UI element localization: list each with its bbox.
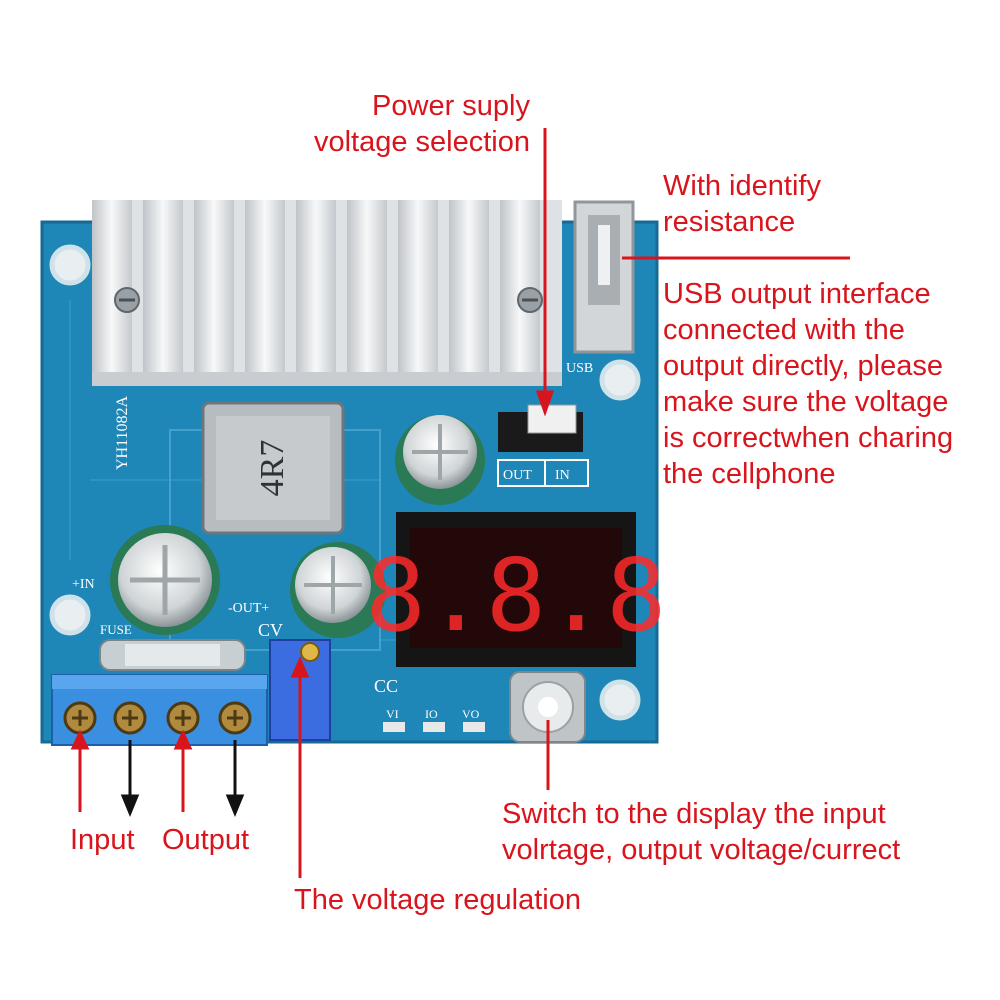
silk-out: OUT	[503, 468, 532, 483]
silk-vo: VO	[462, 707, 480, 721]
silk-cv: CV	[258, 620, 283, 640]
output-arrows	[120, 740, 245, 817]
capacitor-output	[290, 542, 386, 638]
label-usb-output: USB output interface connected with the …	[663, 278, 954, 490]
silk-fuse: FUSE	[100, 622, 132, 637]
silk-usb: USB	[566, 361, 593, 376]
capacitor-top	[395, 415, 485, 505]
label-voltage-regulation: The voltage regulation	[294, 884, 581, 916]
silk-in: IN	[555, 468, 570, 483]
label-power-supply: Power suply voltage selection	[313, 90, 530, 158]
inductor-4r7: 4R7	[201, 401, 345, 535]
silk-plus-in: +IN	[72, 577, 95, 592]
silk-vi: VI	[386, 707, 399, 721]
silk-cc: CC	[374, 676, 398, 696]
display-switch-button	[509, 671, 586, 743]
status-leds	[383, 722, 485, 732]
label-identify-resistance: With identify resistance	[663, 170, 821, 238]
jumper-selector	[497, 404, 589, 487]
annotation-pointers	[70, 128, 850, 878]
fuse	[99, 639, 246, 671]
capacitor-large	[110, 525, 220, 635]
inductor-marking: 4R7	[254, 440, 291, 497]
silk-out-pm: -OUT+	[228, 601, 269, 616]
label-switch-display: Switch to the display the input volrtage…	[502, 798, 901, 866]
silk-model: YH11082A	[114, 395, 131, 470]
usb-port	[573, 200, 635, 354]
mounting-holes	[49, 244, 641, 721]
led-display: 8.8.8	[365, 512, 667, 667]
terminal-block	[51, 674, 268, 746]
heatsink	[92, 200, 562, 386]
svg-text:8.8.8: 8.8.8	[365, 537, 666, 654]
silk-io: IO	[425, 707, 438, 721]
label-output: Output	[162, 824, 250, 856]
label-input: Input	[70, 824, 135, 856]
